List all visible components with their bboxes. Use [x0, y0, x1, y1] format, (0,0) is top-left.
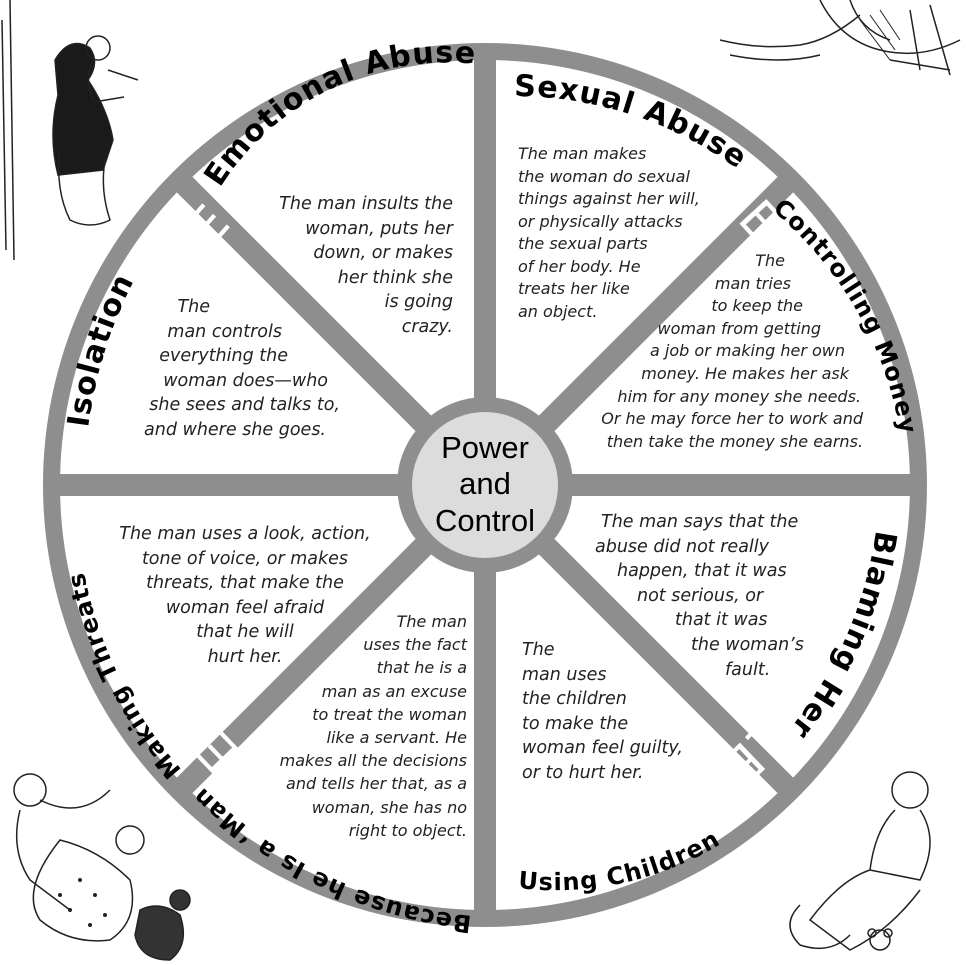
segment-text-sexual-abuse: The man makes the woman do sexual things… — [518, 143, 708, 323]
hub-label-line3: Control — [435, 503, 535, 538]
desc-line: her think she — [337, 267, 453, 288]
desc-line: hurt her. — [207, 646, 283, 667]
desc-line: fault. — [725, 659, 771, 680]
desc-line: man tries — [714, 273, 791, 293]
desc-line: an object. — [518, 301, 598, 321]
desc-line: that he will — [196, 622, 294, 643]
desc-line: woman does—who — [163, 370, 328, 391]
desc-line: The — [522, 640, 555, 660]
desc-line: makes all the decisions — [279, 751, 467, 771]
desc-line: or to hurt her. — [522, 762, 644, 783]
desc-line: the woman do sexual — [518, 166, 690, 186]
desc-line: woman, puts her — [305, 218, 453, 239]
illustration-man-hitting-woman — [13, 773, 191, 961]
desc-line: that he is a — [376, 658, 467, 678]
desc-line: then take the money she earns. — [606, 431, 863, 451]
desc-line: money. He makes her ask — [641, 363, 849, 383]
desc-line: man as an excuse — [321, 681, 467, 701]
desc-line: treats her like — [518, 279, 630, 298]
desc-line: man controls — [167, 321, 282, 342]
desc-line: like a servant. He — [326, 728, 467, 748]
desc-line: to make the — [522, 713, 629, 734]
desc-line: everything the — [159, 346, 288, 367]
desc-line: The — [177, 297, 210, 317]
desc-line: the woman’s — [691, 634, 804, 655]
desc-line: him for any money she needs. — [617, 386, 861, 406]
segment-text-using-children: The man uses the children to make the wo… — [522, 638, 722, 786]
desc-line: The — [755, 251, 785, 270]
hub-label-line2: and — [459, 466, 511, 501]
desc-line: threats, that make the — [146, 573, 344, 594]
illustration-woman-and-child — [1, 0, 139, 260]
desc-line: to keep the — [711, 296, 803, 316]
desc-line: the sexual parts — [518, 234, 648, 253]
hub-inner — [412, 412, 558, 558]
desc-line: The man insults the — [279, 194, 453, 214]
desc-line: a job or making her own — [650, 341, 845, 361]
desc-line: woman from getting — [657, 318, 821, 338]
segment-text-making-threats: The man uses a look, action, tone of voi… — [100, 522, 390, 670]
desc-line: woman feel guilty, — [522, 738, 683, 759]
desc-line: woman feel afraid — [165, 597, 325, 618]
desc-line: The man makes — [518, 144, 647, 163]
desc-line: the children — [522, 689, 627, 710]
desc-line: is going — [384, 292, 453, 313]
desc-line: crazy. — [401, 316, 453, 337]
desc-line: Or he may force her to work and — [601, 409, 863, 429]
desc-line: woman, she has no — [311, 797, 467, 817]
segment-text-isolation: The man controls everything the woman do… — [120, 295, 340, 443]
desc-line: she sees and talks to, — [149, 395, 340, 416]
segment-text-because-he-is-a-man: The man uses the fact that he is a man a… — [250, 610, 467, 842]
desc-line: that it was — [675, 610, 768, 631]
segment-text-blaming-her: The man says that the abuse did not real… — [595, 510, 825, 682]
desc-line: down, or makes — [313, 243, 453, 264]
desc-line: uses the fact — [363, 635, 467, 655]
hub-label-line1: Power — [441, 430, 529, 465]
desc-line: The man — [396, 612, 467, 631]
desc-line: things against her will, — [518, 189, 700, 208]
desc-line: happen, that it was — [617, 561, 787, 582]
desc-line: to treat the woman — [312, 704, 467, 724]
illustration-man-and-child — [789, 771, 931, 951]
segment-text-emotional-abuse: The man insults the woman, puts her down… — [245, 192, 453, 340]
desc-line: or physically attacks — [518, 211, 683, 231]
illustration-man-on-bed — [719, 0, 961, 76]
desc-line: and tells her that, as a — [286, 774, 467, 794]
desc-line: man uses — [522, 664, 607, 685]
segment-text-controlling-money: The man tries to keep the woman from get… — [585, 250, 863, 453]
desc-line: The man uses a look, action, — [119, 524, 371, 544]
desc-line: The man says that the — [601, 512, 799, 532]
desc-line: and where she goes. — [144, 419, 326, 440]
desc-line: tone of voice, or makes — [141, 548, 349, 569]
desc-line: of her body. He — [518, 256, 641, 276]
desc-line: abuse did not really — [595, 536, 770, 557]
desc-line: right to object. — [348, 820, 467, 840]
desc-line: not serious, or — [637, 585, 764, 606]
